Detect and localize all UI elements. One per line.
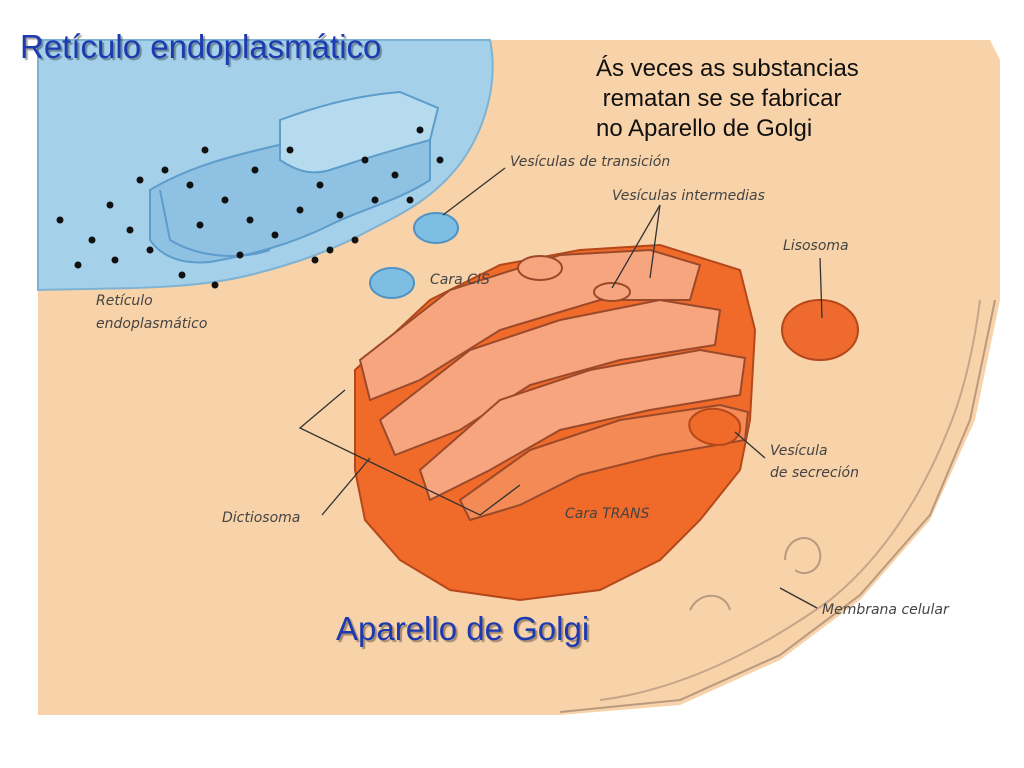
exocytosis-pocket-2 (689, 594, 731, 611)
title-reticulo: Retículo endoplasmático (20, 28, 382, 65)
er-fold-2 (279, 90, 440, 174)
golgi-cisterna-2 (378, 298, 722, 457)
golgi-cisterna-3 (418, 348, 747, 502)
note-line-3: no Aparello de Golgi (596, 115, 813, 142)
title-golgi: Aparello de Golgi (336, 610, 590, 647)
label-vesicula-1: Vesícula (770, 443, 828, 459)
note-text: Ás veces as substancias rematan se se fa… (596, 54, 859, 144)
label-dictiosoma: Dictiosoma (222, 510, 300, 526)
label-lisosoma: Lisosoma (783, 238, 849, 254)
label-membrana: Membrana celular (822, 602, 950, 618)
transition-vesicle-1 (413, 212, 459, 244)
cell-membrane (559, 299, 996, 713)
exocytosis-pocket-1 (784, 537, 822, 575)
leader-lines (298, 167, 823, 609)
label-reticulo-2: endoplasmático (96, 316, 207, 332)
label-vesicula-2: de secreción (770, 465, 859, 481)
cell-membrane-outer (599, 299, 981, 701)
note-line-1: Ás veces as substancias (596, 55, 859, 82)
intermediate-vesicle-1 (593, 282, 631, 302)
secretion-vesicle (688, 407, 742, 447)
er-fold-3 (159, 189, 271, 257)
intermediate-vesicle-2 (517, 255, 563, 281)
label-vesiculas-transicion: Vesículas de transición (510, 154, 670, 170)
label-reticulo-1: Retículo (96, 293, 153, 309)
transition-vesicle-2 (369, 267, 415, 299)
label-cara-cis: Cara CIS (430, 272, 490, 288)
lysosome (781, 299, 859, 361)
note-line-2: rematan se se fabricar (596, 85, 842, 112)
label-cara-trans: Cara TRANS (565, 506, 649, 522)
ribosomes (56, 126, 444, 289)
label-vesiculas-intermedias: Vesículas intermedias (612, 188, 765, 204)
